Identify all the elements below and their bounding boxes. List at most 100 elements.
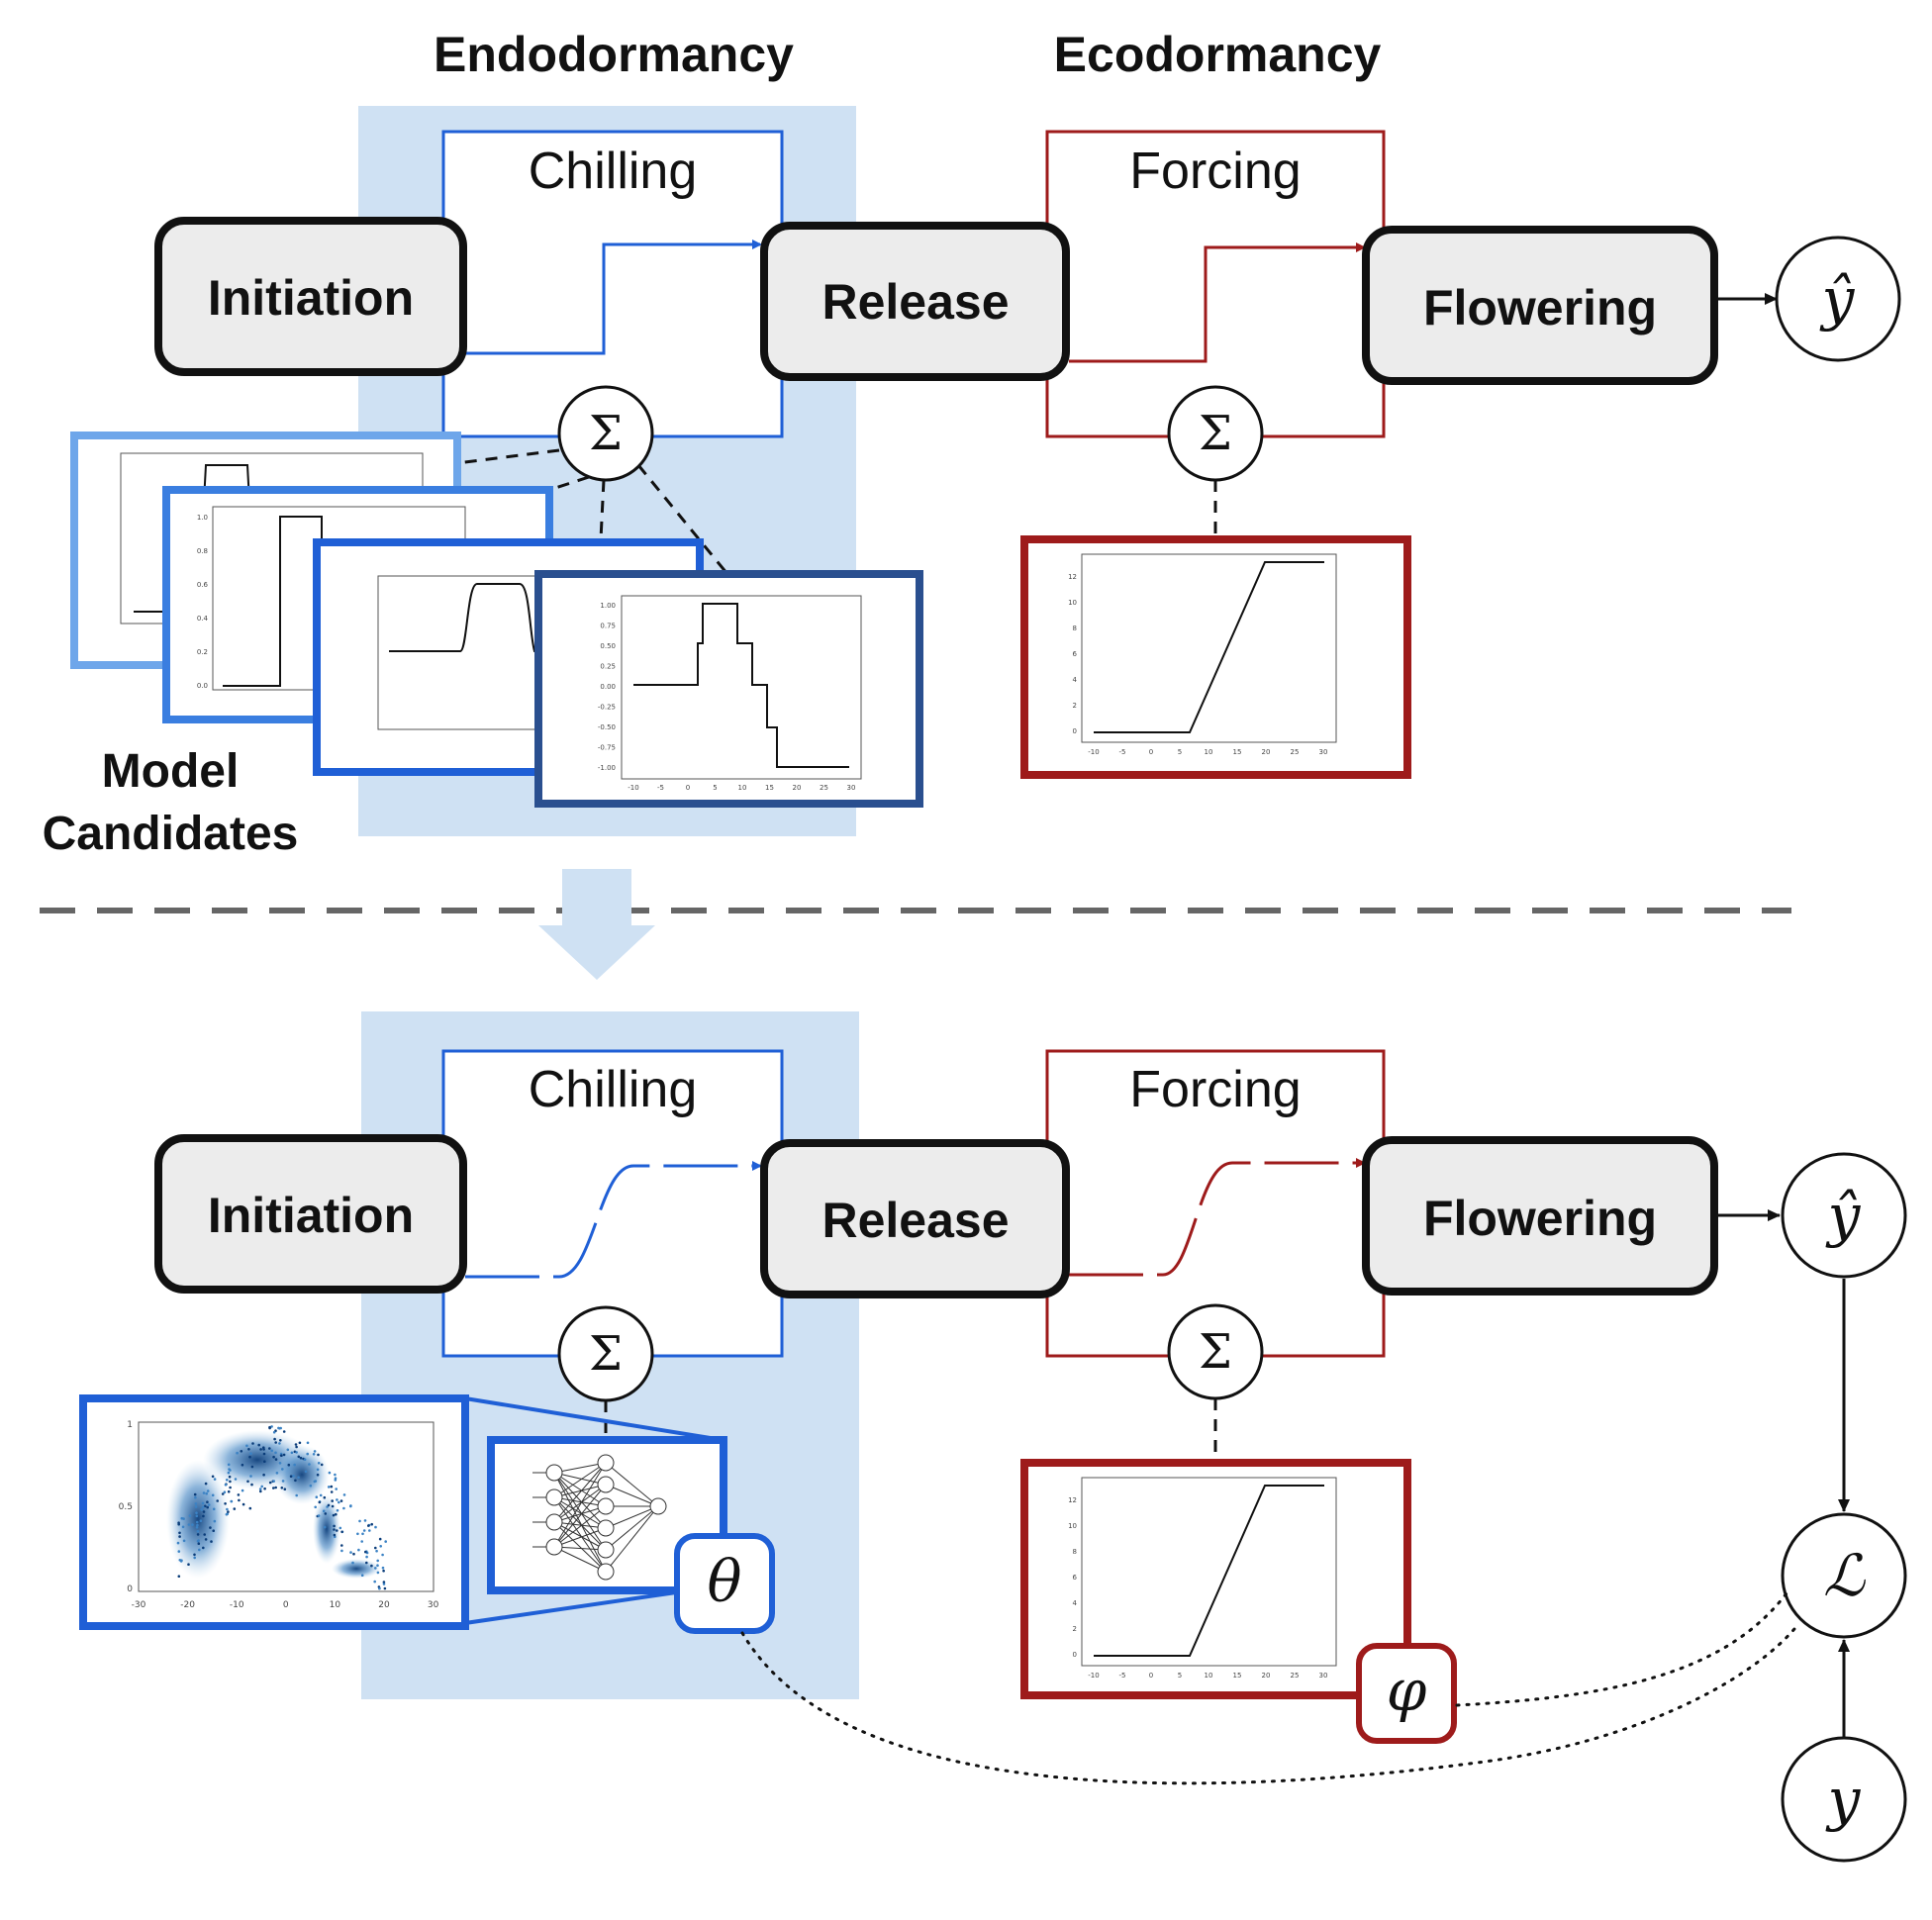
phi-loss-link	[1455, 1591, 1788, 1707]
chilling-sum-node-top: Σ	[557, 385, 654, 482]
scatter-point	[340, 1530, 343, 1534]
scatter-point	[303, 1458, 307, 1461]
scatter-point	[193, 1492, 197, 1496]
scatter-point	[313, 1450, 317, 1453]
scatter-point	[274, 1458, 278, 1461]
tick-label: 20	[1262, 748, 1271, 756]
scatter-point	[295, 1493, 299, 1497]
forcing-sum-node-top: Σ	[1167, 385, 1264, 482]
nn-edge	[605, 1484, 659, 1507]
scatter-point	[187, 1563, 190, 1566]
scatter-point	[281, 1480, 285, 1483]
scatter-point	[205, 1491, 208, 1495]
nn-edge	[553, 1505, 607, 1548]
tick-label: 25	[1291, 748, 1300, 756]
scatter-point	[316, 1468, 320, 1472]
scatter-point	[177, 1575, 181, 1578]
scatter-point	[282, 1453, 286, 1457]
scatter-point	[293, 1463, 297, 1467]
tick-label: 30	[1319, 748, 1328, 756]
flowering-label-top: Flowering	[1423, 280, 1657, 336]
scatter-point	[227, 1463, 231, 1467]
y-node: y	[1781, 1736, 1907, 1863]
scatter-point	[273, 1437, 276, 1441]
tick-label: 10	[1205, 748, 1213, 756]
scatter-point	[240, 1450, 243, 1453]
scatter-point	[201, 1501, 205, 1505]
scatter-point	[277, 1426, 280, 1430]
scatter-point	[177, 1522, 180, 1526]
scatter-point	[323, 1525, 327, 1529]
scatter-point	[320, 1463, 324, 1467]
yhat-node-bottom: ŷ	[1781, 1152, 1907, 1279]
scatter-point	[193, 1556, 196, 1560]
candidate-links	[456, 448, 729, 575]
loss-symbol: ℒ	[1823, 1542, 1866, 1609]
tick-label: 0.25	[600, 663, 616, 671]
scatter-point	[241, 1463, 244, 1467]
scatter-point	[259, 1489, 262, 1493]
scatter-point	[178, 1531, 181, 1535]
release-box-top: Release	[760, 222, 1070, 381]
tick-label: 8	[1073, 1548, 1077, 1556]
scatter-point	[182, 1539, 186, 1543]
scatter-point	[195, 1514, 199, 1518]
tick-label: 30	[428, 1600, 439, 1610]
initiation-box-top: Initiation	[154, 217, 467, 376]
scatter-point	[275, 1472, 279, 1475]
tick-label: 10	[1068, 599, 1077, 607]
scatter-point	[382, 1581, 386, 1584]
nn-edge	[553, 1496, 607, 1507]
scatter-point	[196, 1533, 200, 1536]
scatter-point	[315, 1495, 319, 1498]
scatter-point	[237, 1493, 241, 1496]
tick-label: 2	[1073, 702, 1077, 710]
tick-label: 5	[1178, 1672, 1182, 1680]
release-box-bottom: Release	[760, 1139, 1070, 1298]
tick-label: 0	[1149, 748, 1153, 756]
scatter-point	[263, 1487, 266, 1490]
nn-node	[649, 1497, 667, 1515]
tick-label: 6	[1073, 1574, 1078, 1582]
nn-node	[545, 1513, 563, 1531]
scatter-point	[381, 1566, 385, 1570]
nn-node	[597, 1519, 615, 1537]
scatter-point	[364, 1550, 367, 1554]
scatter-point	[200, 1508, 203, 1511]
scatter-point	[334, 1473, 337, 1477]
phi-symbol: φ	[1387, 1657, 1427, 1724]
scatter-point	[327, 1503, 331, 1507]
tick-label: 15	[765, 784, 774, 792]
scatter-point	[357, 1548, 360, 1552]
scatter-point	[324, 1512, 328, 1515]
tick-label: 0	[1149, 1672, 1153, 1680]
scatter-point	[226, 1479, 229, 1482]
scatter-point	[272, 1487, 275, 1489]
chilling-label-bottom: Chilling	[529, 1061, 698, 1118]
scatter-point	[376, 1571, 380, 1575]
scatter-point	[210, 1540, 213, 1543]
nn-node	[597, 1476, 615, 1493]
scatter-point	[298, 1441, 302, 1445]
scatter-point	[199, 1519, 203, 1522]
tick-label: 4	[1073, 1599, 1078, 1607]
scatter-point	[349, 1504, 352, 1508]
scatter-point	[272, 1430, 276, 1434]
scatter-point	[312, 1453, 316, 1456]
tick-label: 0.0	[197, 682, 208, 690]
scatter-point	[374, 1525, 377, 1529]
scatter-point	[370, 1564, 373, 1568]
sum-symbol: Σ	[589, 406, 623, 461]
scatter-point	[358, 1519, 361, 1523]
tick-label: 12	[1068, 1496, 1077, 1504]
nn-edge	[553, 1484, 607, 1523]
scatter-point	[342, 1493, 346, 1496]
scatter-point	[229, 1480, 232, 1484]
tick-label: 15	[1233, 1672, 1242, 1680]
tick-label: -5	[657, 784, 664, 792]
scatter-point	[194, 1495, 197, 1499]
nn-edge	[553, 1472, 607, 1529]
